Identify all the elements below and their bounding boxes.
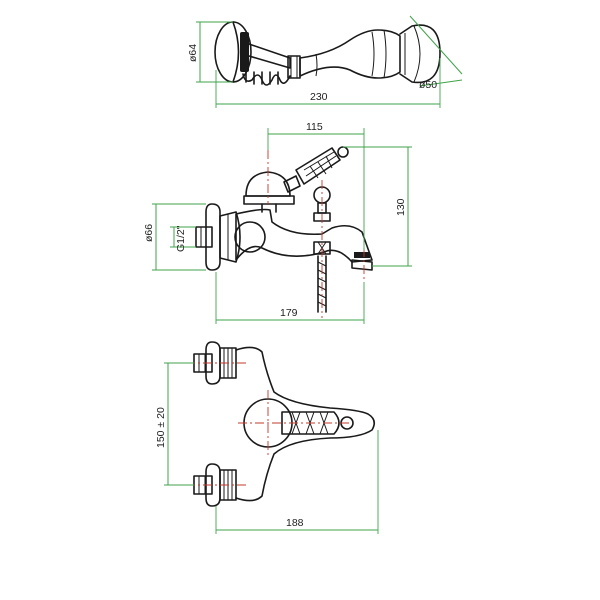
wall-flange <box>205 203 221 271</box>
shower-handle <box>299 29 401 79</box>
dim-side-thread: G1/2" <box>175 225 187 252</box>
dim-side-width-top: 115 <box>306 121 323 133</box>
top-view-dimensions: 150 ± 20 188 <box>155 362 379 534</box>
dim-hand-shower-mount-diameter: ø64 <box>187 44 199 62</box>
upper-flange <box>205 341 221 385</box>
dim-hand-shower-head-diameter: ø50 <box>419 79 437 91</box>
hose-coil <box>242 73 291 86</box>
body-boss <box>234 221 266 253</box>
top-view-centerlines <box>186 362 352 486</box>
hand-shower-dimensions: ø64 230 ø50 <box>187 15 463 108</box>
mixer-top-view <box>193 341 376 507</box>
lever-top <box>281 411 340 435</box>
spout-ring <box>354 252 370 258</box>
mixer-side-view <box>195 146 373 313</box>
dim-side-diameter: ø66 <box>143 224 155 242</box>
hand-shower-drawing <box>214 21 441 86</box>
lever-neck <box>283 175 301 193</box>
shower-head <box>399 24 441 84</box>
connection-nut <box>219 211 241 263</box>
lever-knob <box>337 146 349 158</box>
lower-flange <box>205 463 221 507</box>
dim-hand-shower-length: 230 <box>310 91 328 103</box>
shower-hose <box>317 255 327 313</box>
side-view-centerlines <box>267 150 365 318</box>
crystal-lever <box>295 147 341 185</box>
mixer-body <box>235 208 373 263</box>
dim-top-width: 188 <box>286 517 304 529</box>
dim-side-width-bottom: 179 <box>280 307 298 319</box>
mixer-body-top <box>235 346 376 502</box>
spout-outlet <box>351 259 373 271</box>
bracket-nut <box>240 32 249 72</box>
dim-side-height: 130 <box>395 198 407 216</box>
side-view-dimensions: 115 130 ø66 G1/2" 179 <box>143 121 412 324</box>
cartridge-collar <box>243 195 295 205</box>
bracket-disc-edge <box>232 21 240 83</box>
dim-top-spacing: 150 ± 20 <box>155 407 167 448</box>
bracket-arm <box>248 43 291 69</box>
inlet-nipple <box>195 226 213 248</box>
